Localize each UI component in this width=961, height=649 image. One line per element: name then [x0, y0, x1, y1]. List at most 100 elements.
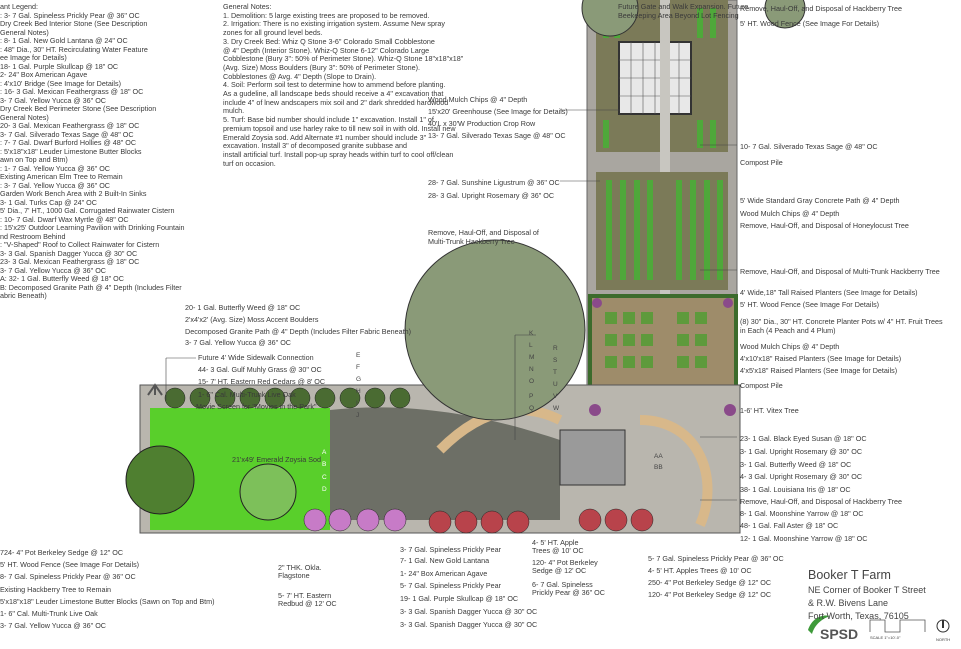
- key-letter: E: [356, 352, 361, 359]
- general-note-line: zones for all ground level beds.: [223, 28, 323, 38]
- legend-item: : 48" Dia., 30" HT. Recirculating Water …: [0, 44, 148, 54]
- key-letter: C: [322, 474, 327, 481]
- legend-item: ant Legend:: [0, 2, 38, 11]
- callout-label: 5- 7 Gal. Spineless Prickly Pear @ 36" O…: [648, 554, 784, 563]
- callout-label: 28- 7 Gal. Sunshine Ligustrum @ 36" OC: [428, 178, 560, 187]
- key-letter: P: [529, 393, 534, 400]
- callout-label: 8- 1 Gal. Moonshine Yarrow @ 18" OC: [740, 509, 864, 518]
- general-note-line: 2. Irrigation: There is no existing irri…: [223, 19, 445, 29]
- callout-label: 3- 1 Gal. Upright Rosemary @ 30" OC: [740, 447, 863, 456]
- callout-label: 1- 6" Cal. Multi-Trunk Live Oak: [0, 609, 98, 618]
- callout-label: Sedge @ 12' OC: [532, 566, 587, 575]
- callout-label: 5' HT. Wood Fence (See Image For Details…: [740, 19, 880, 28]
- key-letter: A: [322, 449, 327, 456]
- general-note-line: As a gudeline, all landscape beds should…: [223, 89, 444, 98]
- raised-planters: [605, 312, 707, 368]
- callout-label: 5' Wide Standard Gray Concrete Path @ 4"…: [740, 196, 900, 205]
- key-letter: J: [356, 412, 360, 419]
- callout-label: 5- 7 Gal. Spineless Prickly Pear: [400, 581, 502, 590]
- existing-tree-north: [581, 0, 639, 37]
- callout-label: 1-6' HT. Vitex Tree: [740, 406, 799, 415]
- callout-label: Movie Screen for "Movies in the Park": [196, 402, 317, 411]
- legend-item: 23- 3 Gal. Mexican Feathergrass @ 18" OC: [0, 257, 140, 266]
- key-letter: T: [553, 369, 557, 376]
- key-letter: G: [356, 376, 362, 383]
- callout-label: in Each (4 Peach and 4 Plum): [740, 326, 836, 335]
- general-note-line: mulch.: [223, 106, 245, 116]
- key-letter: D: [322, 486, 327, 493]
- callout-label: 250- 4" Pot Berkeley Sedge @ 12" OC: [648, 578, 772, 587]
- callout-label: 4- 5' HT. Apple: [532, 538, 579, 547]
- project-address-1: NE Corner of Booker T Street: [808, 585, 926, 595]
- legend-item: nd Restroom Behind: [0, 231, 66, 241]
- callout-label: 20- 1 Gal. Butterfly Weed @ 18" OC: [185, 303, 301, 312]
- callout-label: 21'x49' Emerald Zoysia Sod: [232, 455, 322, 464]
- pavilion: [559, 429, 626, 486]
- legend-item: : 1- 7 Gal. Yellow Yucca @ 36" OC: [0, 163, 110, 173]
- callout-label: 38- 1 Gal. Louisiana Iris @ 18" OC: [740, 485, 851, 494]
- general-note-line: @ 4" Depth (Interior Stone). Whiz-Q Ston…: [223, 45, 430, 55]
- scale-bar: [869, 619, 926, 633]
- key-letter: O: [529, 378, 535, 385]
- callout-label: 6- 7 Gal. Spineless: [532, 580, 593, 589]
- callout-label: 724- 4" Pot Berkeley Sedge @ 12" OC: [0, 548, 124, 557]
- legend-item: : 8- 1 Gal. New Gold Lantana @ 24" OC: [0, 36, 128, 45]
- callout-label: 12- 1 Gal. Moonshine Yarrow @ 18" OC: [740, 534, 868, 543]
- callout-label: Compost Pile: [740, 381, 783, 390]
- legend-item: : 4'x10' Bridge (See Image for Details): [0, 78, 121, 88]
- callout-label: 4'x10'x18" Raised Planters (See Image fo…: [740, 354, 902, 363]
- callout-label: 5' HT. Wood Fence (See Image For Details…: [0, 560, 140, 569]
- key-letter: L: [529, 342, 533, 349]
- callout-label: Future 4' Wide Sidewalk Connection: [198, 353, 314, 362]
- callout-label: 23- 1 Gal. Black Eyed Susan @ 18" OC: [740, 434, 867, 443]
- callout-label: 3- 3 Gal. Spanish Dagger Yucca @ 30" OC: [400, 607, 538, 616]
- callout-label: Future Gate and Walk Expansion. Future: [618, 2, 749, 11]
- legend-item: : 3- 7 Gal. Yellow Yucca @ 36" OC: [0, 180, 110, 190]
- callout-label: Decomposed Granite Path @ 4" Depth (Incl…: [185, 327, 411, 336]
- key-letter: R: [553, 345, 558, 352]
- purple-shrubs: [303, 508, 407, 532]
- general-note-line: include 4" of lnew andscapers mix soil a…: [223, 97, 449, 107]
- callout-label: 28- 3 Gal. Upright Rosemary @ 36" OC: [428, 191, 555, 200]
- legend-item: : "V-Shaped" Roof to Collect Rainwater f…: [0, 240, 160, 249]
- legend-item: : 16- 3 Gal. Mexican Feathergrass @ 18" …: [0, 87, 144, 96]
- callout-label: Compost Pile: [740, 158, 783, 167]
- legend-item: General Notes): [0, 112, 49, 122]
- callout-label: 8- 7 Gal. Spineless Prickly Pear @ 36" O…: [0, 572, 136, 581]
- callout-label: Remove, Haul-Off, and Disposal of: [428, 228, 539, 237]
- general-note-line: (Avg. Size) Moss Boulders (Bury 3": 50% …: [223, 62, 420, 72]
- callout-label: Wood Mulch Chips @ 4" Depth: [428, 95, 528, 104]
- callout-label: (8) 30" Dia., 30" HT. Concrete Planter P…: [740, 317, 943, 326]
- scale-label: SCALE 1"=10'-0": [870, 635, 901, 640]
- legend-item: 3- 7 Gal. Silverado Texas Sage @ 48" OC: [0, 129, 134, 139]
- key-letter: I: [356, 400, 358, 407]
- legend-item: abric Beneath): [0, 291, 47, 300]
- key-letter: BB: [654, 464, 663, 471]
- callout-label: Wood Mulch Chips @ 4" Depth: [740, 209, 840, 218]
- project-address-2: & R.W. Bivens Lane: [808, 598, 889, 608]
- legend-item: 2- 24" Box American Agave: [0, 70, 88, 79]
- general-note-line: excavation. Install 3" of decomposed gra…: [223, 141, 407, 151]
- callout-label: 44- 3 Gal. Gulf Muhly Grass @ 30" OC: [198, 365, 322, 374]
- legend-item: : 7- 7 Gal. Dwarf Burford Hollies @ 48" …: [0, 138, 137, 147]
- general-note-line: 3. Dry Creek Bed: Whiz Q Stone 3-6" Colo…: [223, 36, 435, 46]
- callout-label: 5'x18"x18" Leuder Limestone Butter Block…: [0, 597, 215, 606]
- legend-item: Dry Creek Bed Perimeter Stone (See Descr…: [0, 104, 157, 113]
- legend-item: : 5'x18"x18" Leuder Limestone Butter Blo…: [0, 146, 142, 156]
- callout-label: 2'x4'x2' (Avg. Size) Moss Accent Boulder…: [185, 315, 319, 324]
- legend-item: A: 32- 1 Gal. Butterfly Weed @ 18" OC: [0, 274, 124, 283]
- general-note-line: 4. Soil: Perform soil test to determine …: [223, 80, 446, 90]
- key-letter: M: [529, 354, 535, 361]
- general-note-line: 1. Demolition: 5 large existing trees ar…: [223, 10, 430, 20]
- callout-label: 19- 1 Gal. Purple Skullcap @ 18" OC: [400, 594, 519, 603]
- legend-item: 18- 1 Gal. Purple Skullcap @ 18" OC: [0, 61, 119, 71]
- project-address-3: Fort Worth, Texas, 76105: [808, 611, 909, 621]
- callout-label: 4- 5' HT. Apples Trees @ 10' OC: [648, 566, 752, 575]
- legend-item: Garden Work Bench Area with 2 Built-In S…: [0, 189, 147, 198]
- general-note-line: install artificial turf. Install pop-up …: [223, 149, 454, 159]
- general-note-line: Emerald Zoysia sod. Add Alternate #1 num…: [223, 132, 427, 142]
- general-note-line: premium topsoil and use harley rake to t…: [223, 123, 456, 133]
- general-note-line: General Notes:: [223, 2, 272, 11]
- callout-label: 5' HT. Wood Fence (See Image For Details…: [740, 300, 880, 309]
- legend-item: : 10- 7 Gal. Dwarf Wax Myrtle @ 48" OC: [0, 214, 129, 224]
